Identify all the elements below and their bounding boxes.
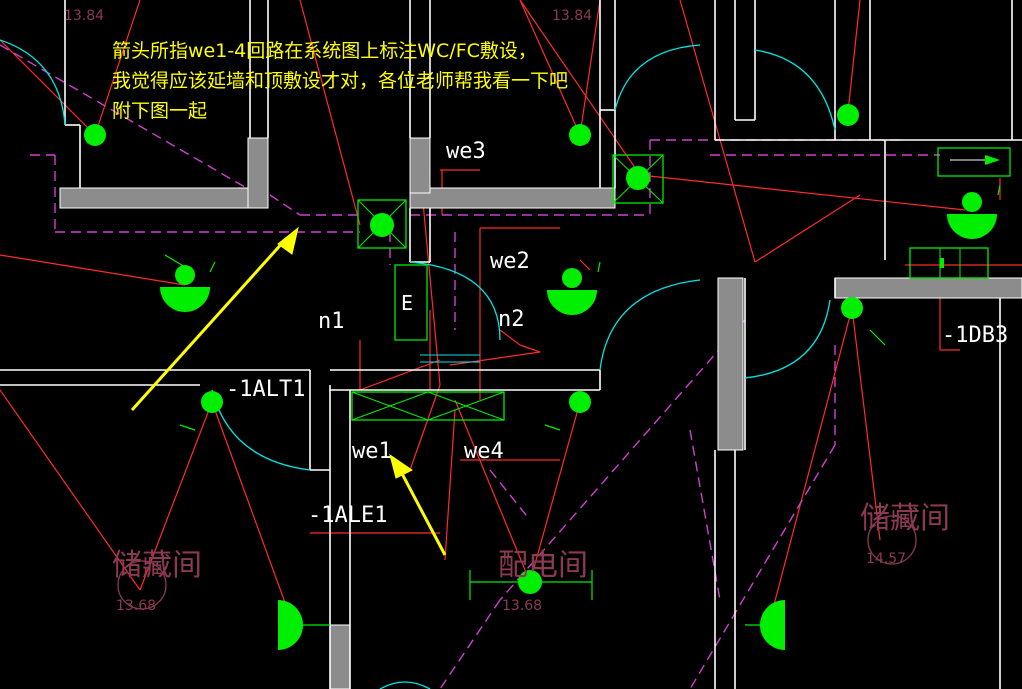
label-db-panel: -1DB3	[942, 323, 1008, 348]
annotation-note: 箭头所指we1-4回路在系统图上标注WC/FC敷设， 我觉得应该延墙和顶敷设才对…	[112, 36, 568, 126]
annotation-line-2: 我觉得应该延墙和顶敷设才对，各位老师帮我看一下吧	[112, 70, 569, 92]
label-n2: n2	[498, 307, 525, 332]
room-elevation-distribution: 13.68	[502, 598, 542, 614]
label-ale-panel: -1ALE1	[308, 503, 387, 528]
label-we1: we1	[352, 439, 392, 464]
label-we2: we2	[490, 249, 530, 274]
room-elevation-markers	[117, 515, 917, 610]
label-alt-panel: -1ALT1	[226, 377, 305, 402]
room-elevation-storage-left: 13.68	[116, 598, 156, 614]
label-we4: we4	[464, 439, 504, 464]
top-elevation-left: 13.84	[64, 8, 104, 24]
label-n1: n1	[318, 309, 345, 334]
room-name-storage-right: 储藏间	[860, 501, 950, 536]
room-name-storage-left: 储藏间	[112, 548, 202, 583]
wall-fills	[59, 137, 1022, 689]
cad-labels: we3 we2 n1 n2 E -1ALT1 we1 we4 -1ALE1 -1…	[226, 139, 1008, 528]
annotation-arrows	[130, 226, 447, 556]
top-elevation-middle: 13.84	[552, 8, 592, 24]
label-we3: we3	[446, 139, 486, 164]
room-elevation-storage-right: 14.57	[866, 551, 906, 567]
room-labels: 储藏间 13.68 配电间 13.68 储藏间 14.57 13.84 13.8…	[64, 8, 950, 614]
dashed-wiring	[0, 44, 940, 689]
fixtures	[84, 104, 997, 650]
door-arcs	[0, 39, 836, 689]
annotation-line-1: 箭头所指we1-4回路在系统图上标注WC/FC敷设，	[112, 40, 537, 62]
label-e-box: E	[401, 291, 413, 315]
fixture-ticks	[164, 184, 1001, 626]
annotation-line-3: 附下图一起	[112, 100, 208, 122]
wiring-lines	[0, 0, 1022, 631]
room-name-distribution: 配电间	[498, 548, 588, 583]
